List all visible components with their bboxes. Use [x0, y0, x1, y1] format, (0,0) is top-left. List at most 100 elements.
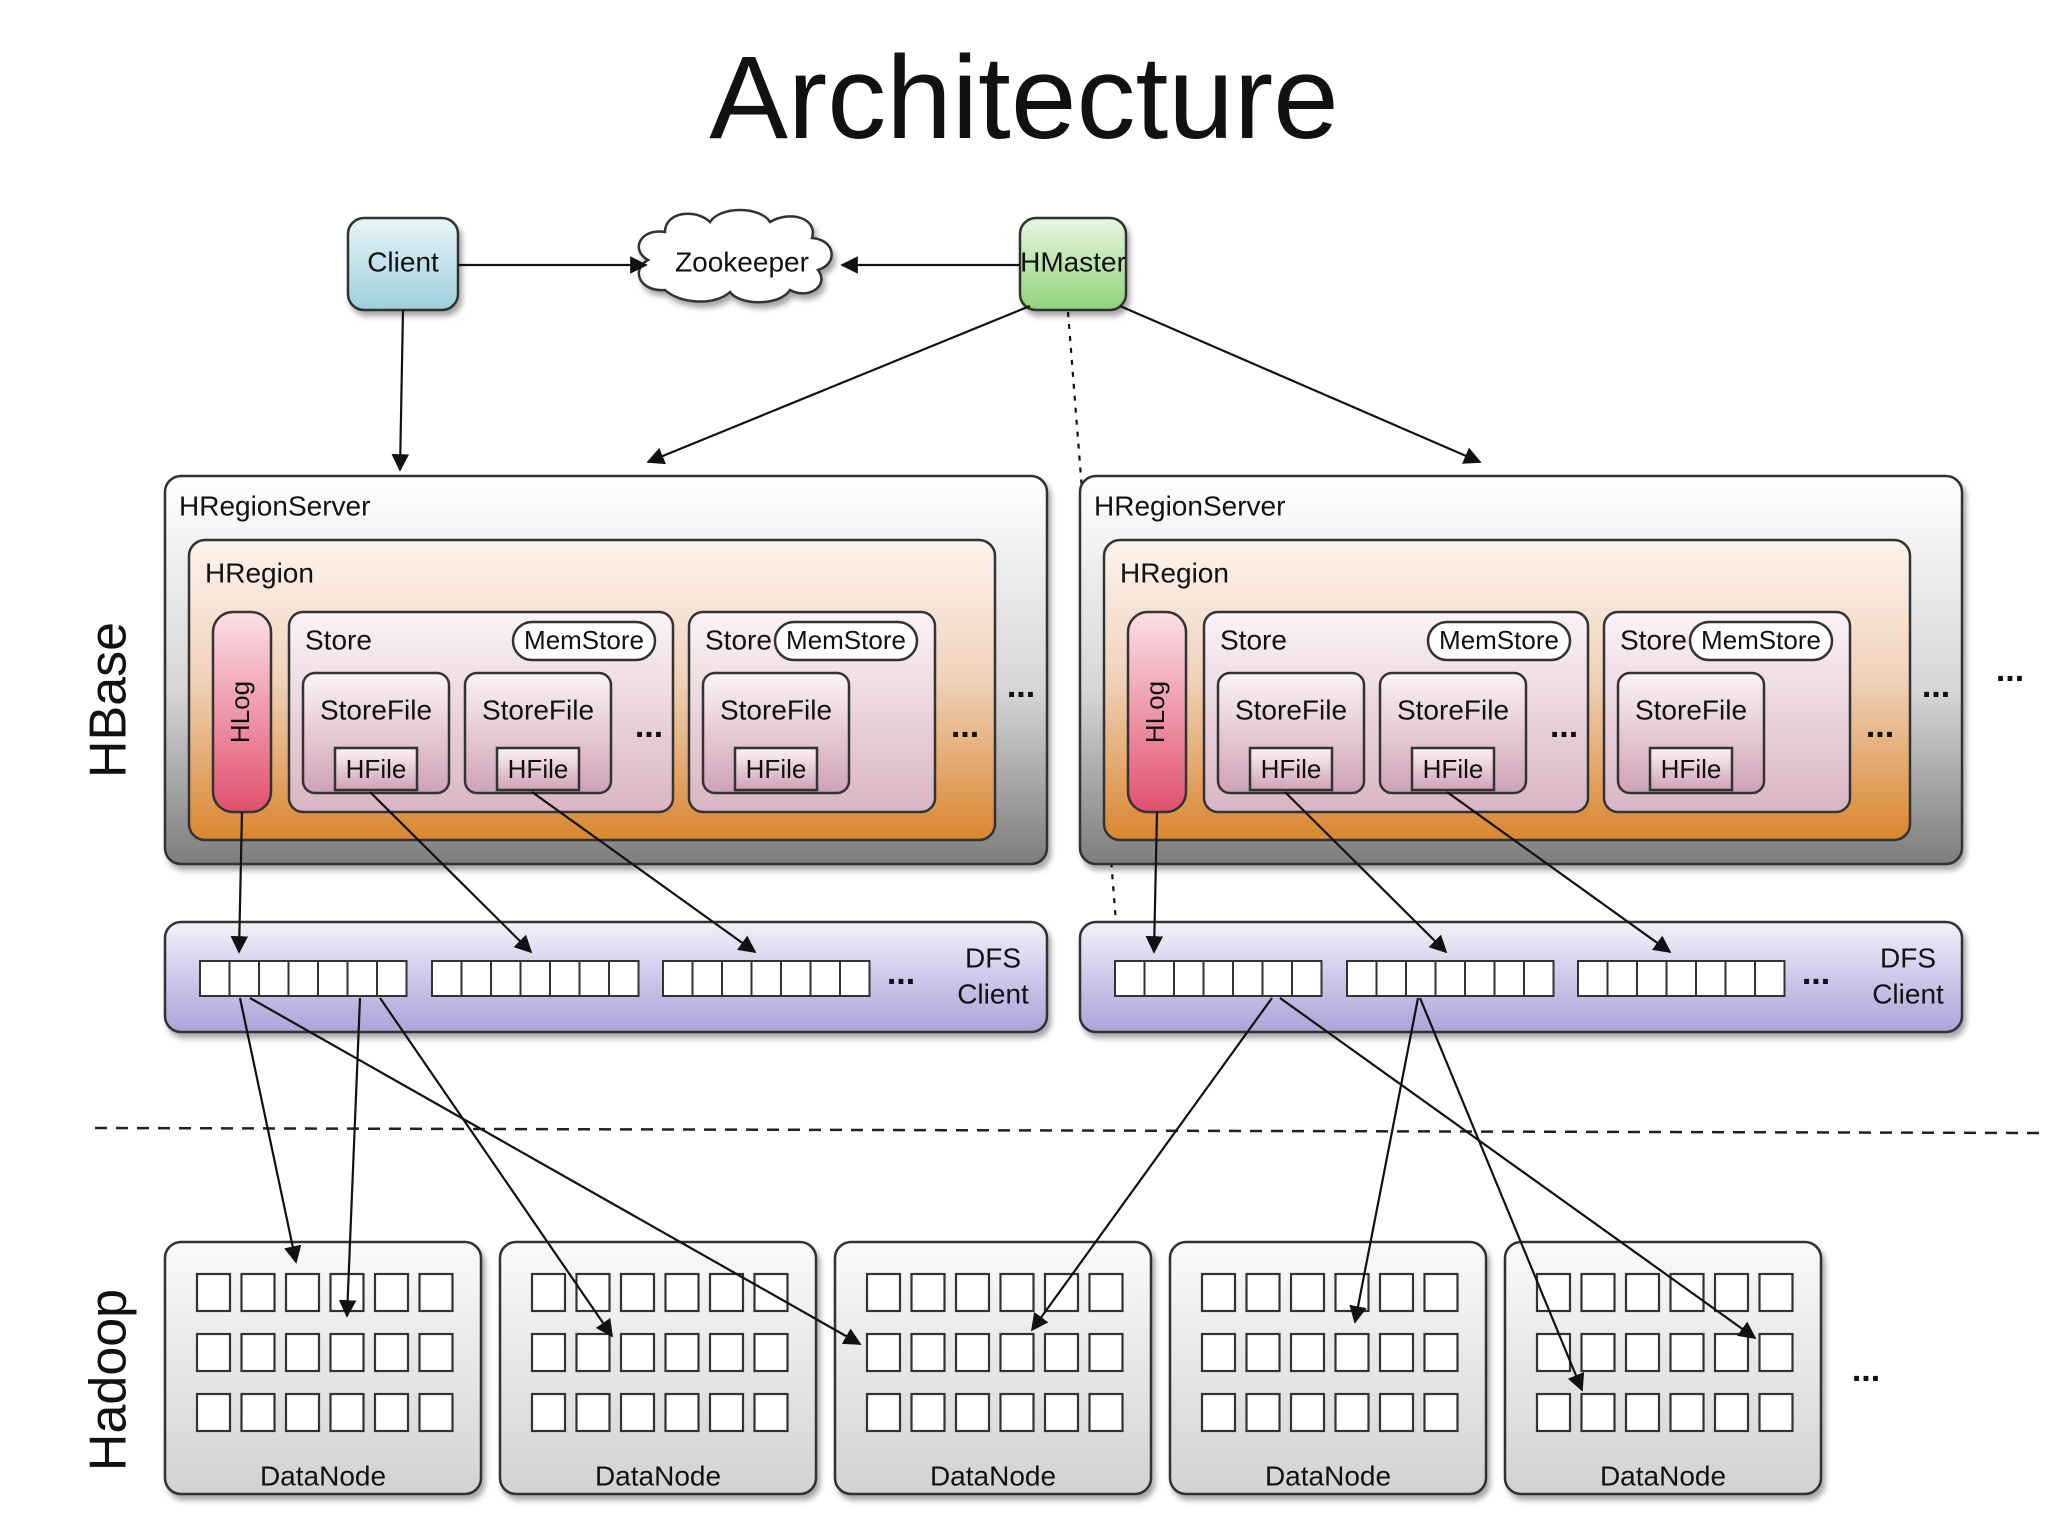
datanode-block — [1758, 1332, 1794, 1373]
datanode-block — [708, 1272, 745, 1313]
slide-title: Architecture — [709, 32, 1339, 164]
datanode-block — [1200, 1272, 1237, 1313]
dfs-client-label-line1: DFS — [965, 942, 1021, 973]
hadoop-side-label: Hadoop — [80, 1289, 138, 1471]
dfs-block — [1405, 960, 1437, 997]
datanode-block — [1713, 1272, 1750, 1313]
storefile-label: StoreFile — [482, 694, 594, 725]
datanode-block — [530, 1392, 567, 1433]
dfs-block — [1143, 960, 1175, 997]
dfs-block — [346, 960, 378, 997]
hfile-label: HFile — [508, 754, 569, 784]
dfs-block — [1202, 960, 1234, 997]
dfs-block — [258, 960, 290, 997]
datanode-block — [1535, 1332, 1572, 1373]
datanode-block — [329, 1392, 365, 1433]
hfile-box — [1648, 746, 1734, 792]
datanode-block — [1043, 1332, 1080, 1373]
datanode-block — [530, 1272, 567, 1313]
datanode-block — [1289, 1332, 1326, 1373]
datanode-block — [1669, 1332, 1705, 1373]
arrow-client-regionserver — [391, 309, 410, 472]
dfs-block — [490, 960, 522, 997]
datanode-block — [1580, 1272, 1616, 1313]
datanode-block — [1669, 1272, 1705, 1313]
memstore-label: MemStore — [786, 625, 906, 655]
dfs-block — [1754, 960, 1786, 997]
hregion-label: HRegion — [1120, 557, 1229, 588]
datanode-block — [1669, 1392, 1705, 1433]
dfs-block — [662, 960, 694, 997]
datanode-block — [1758, 1272, 1794, 1313]
datanode-block — [1043, 1392, 1080, 1433]
arrow-hfile-dfs — [1284, 791, 1448, 954]
datanode-block — [753, 1332, 789, 1373]
dfs-block — [376, 960, 408, 997]
datanode-block — [1713, 1332, 1750, 1373]
datanode-block — [999, 1332, 1035, 1373]
hlog-label: HLog — [225, 681, 255, 743]
datanode-block — [1378, 1332, 1415, 1373]
datanode-block — [910, 1272, 946, 1313]
client-label: Client — [367, 246, 439, 277]
dfs-block — [1724, 960, 1756, 997]
datanode-block — [954, 1272, 991, 1313]
hfile-label: HFile — [1661, 754, 1722, 784]
datanode-block — [1423, 1392, 1459, 1433]
datanode-block — [664, 1392, 700, 1433]
store-label: Store — [1220, 624, 1287, 655]
datanode-block — [418, 1332, 454, 1373]
memstore-label: MemStore — [1439, 625, 1559, 655]
arrow-hlog-dfs — [230, 811, 249, 954]
datanodes-more-ellipsis: ... — [1852, 1351, 1880, 1389]
datanode-label: DataNode — [930, 1460, 1056, 1491]
memstore-pill — [1688, 620, 1834, 662]
datanode-block — [195, 1272, 232, 1313]
dfs-client-label-line2: Client — [957, 978, 1029, 1009]
arrow-hmaster-regionserver-2 — [1119, 304, 1482, 464]
datanode-block — [1289, 1272, 1326, 1313]
hfile-label: HFile — [1423, 754, 1484, 784]
datanode-block — [575, 1392, 611, 1433]
memstore-pill — [511, 620, 657, 662]
store-label: Store — [1620, 624, 1687, 655]
hbase-hadoop-divider — [94, 1126, 2041, 1135]
arrow-dfs-datanode — [379, 997, 613, 1338]
datanode-block — [954, 1392, 991, 1433]
storefile-label: StoreFile — [320, 694, 432, 725]
store-label: Store — [305, 624, 372, 655]
dfs-block — [228, 960, 260, 997]
datanode-block — [284, 1272, 321, 1313]
store-label: Store — [705, 624, 772, 655]
datanode-block — [1289, 1392, 1326, 1433]
dfs-more-ellipsis: ... — [1802, 954, 1830, 992]
dfs-block — [578, 960, 610, 997]
datanode-block — [1713, 1392, 1750, 1433]
datanode-block — [1580, 1332, 1616, 1373]
dfs-block — [1606, 960, 1638, 997]
datanode-block — [865, 1392, 902, 1433]
memstore-label: MemStore — [1701, 625, 1821, 655]
datanode-block — [1535, 1392, 1572, 1433]
datanode-label: DataNode — [260, 1460, 386, 1491]
arrow-hfile-dfs — [369, 791, 533, 954]
arrow-dfs-datanode — [1279, 997, 1757, 1340]
datanode-block — [1245, 1272, 1281, 1313]
datanode-block — [999, 1392, 1035, 1433]
datanode-block — [1378, 1272, 1415, 1313]
memstore-label: MemStore — [524, 625, 644, 655]
dfs-block — [1291, 960, 1323, 997]
dfs-block — [1464, 960, 1496, 997]
hfile-label: HFile — [746, 754, 807, 784]
datanode-block — [1088, 1332, 1124, 1373]
datanode-block — [1535, 1272, 1572, 1313]
dfs-block — [199, 960, 231, 997]
dfs-block — [839, 960, 871, 997]
dfs-block — [1346, 960, 1378, 997]
datanode-block — [999, 1272, 1035, 1313]
dfs-block — [1232, 960, 1264, 997]
datanode-block — [240, 1272, 276, 1313]
zookeeper-cloud — [637, 208, 833, 304]
servers-more-ellipsis: ... — [1996, 651, 2024, 689]
